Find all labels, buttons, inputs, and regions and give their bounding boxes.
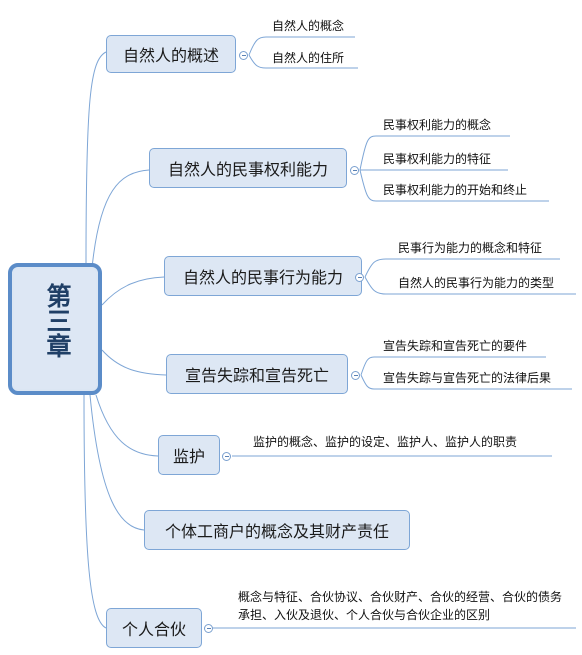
subtopic[interactable]: 民事权利能力的特征 xyxy=(383,152,492,166)
topic-label: 个人合伙 xyxy=(121,620,186,639)
subtopic[interactable]: 宣告失踪和宣告死亡的要件 xyxy=(383,339,528,353)
link-root-topic-6 xyxy=(89,394,145,531)
link-t1-c2 xyxy=(248,54,358,69)
topic-4[interactable]: 宣告失踪和宣告死亡 xyxy=(166,354,348,394)
topic-1[interactable]: 自然人的概述 xyxy=(106,35,236,73)
topic-label: 宣告失踪和宣告死亡 xyxy=(184,366,329,385)
topic-label: 个体工商户的概念及其财产责任 xyxy=(164,522,389,541)
collapse-icon[interactable] xyxy=(204,624,213,633)
topic-label: 自然人的民事行为能力 xyxy=(182,268,343,287)
link-root-topic-2 xyxy=(91,169,150,269)
subtopic[interactable]: 监护的概念、监护的设定、监护人、监护人的职责 xyxy=(253,435,518,449)
topic-3[interactable]: 自然人的民事行为能力 xyxy=(164,256,362,296)
link-t2-c1 xyxy=(359,135,510,171)
subtopic[interactable]: 民事权利能力的概念 xyxy=(383,118,492,132)
collapse-icon[interactable] xyxy=(222,452,231,461)
topic-label: 自然人的概述 xyxy=(122,46,219,65)
subtopic[interactable]: 自然人的民事行为能力的类型 xyxy=(398,276,555,290)
collapse-icon[interactable] xyxy=(239,51,248,60)
collapse-icon[interactable] xyxy=(350,166,359,175)
link-root-topic-1 xyxy=(85,51,107,266)
link-root-topic-7 xyxy=(83,394,107,629)
collapse-icon[interactable] xyxy=(355,273,364,282)
subtopic[interactable]: 自然人的住所 xyxy=(272,51,345,65)
link-t2-c3 xyxy=(359,169,549,202)
link-root-topic-5 xyxy=(95,394,159,457)
collapse-icon[interactable] xyxy=(351,371,360,380)
subtopic[interactable]: 宣告失踪与宣告死亡的法律后果 xyxy=(383,371,552,385)
root-label: 第三章 xyxy=(43,283,72,358)
topic-label: 监护 xyxy=(172,447,205,466)
topic-label: 自然人的民事权利能力 xyxy=(167,160,328,179)
link-t1-c1 xyxy=(248,36,355,56)
subtopic[interactable]: 民事权利能力的开始和终止 xyxy=(383,183,528,197)
link-root-topic-4 xyxy=(101,349,167,376)
link-root-topic-3 xyxy=(101,276,165,306)
link-t3-c2 xyxy=(364,276,576,295)
topic-7[interactable]: 个人合伙 xyxy=(106,608,202,648)
link-t4-c1 xyxy=(360,356,546,376)
link-t4-c2 xyxy=(360,374,572,390)
subtopic[interactable]: 民事行为能力的概念和特征 xyxy=(398,241,543,255)
root-node[interactable]: 第三章 xyxy=(8,263,102,395)
subtopic[interactable]: 自然人的概念 xyxy=(272,19,345,33)
link-t3-c1 xyxy=(364,258,560,278)
topic-2[interactable]: 自然人的民事权利能力 xyxy=(149,148,347,188)
topic-5[interactable]: 监护 xyxy=(158,435,220,475)
topic-6[interactable]: 个体工商户的概念及其财产责任 xyxy=(144,510,410,550)
subtopic[interactable]: 概念与特征、合伙协议、合伙财产、合伙的经营、合伙的债务承担、入伙及退伙、个人合伙… xyxy=(238,590,563,622)
